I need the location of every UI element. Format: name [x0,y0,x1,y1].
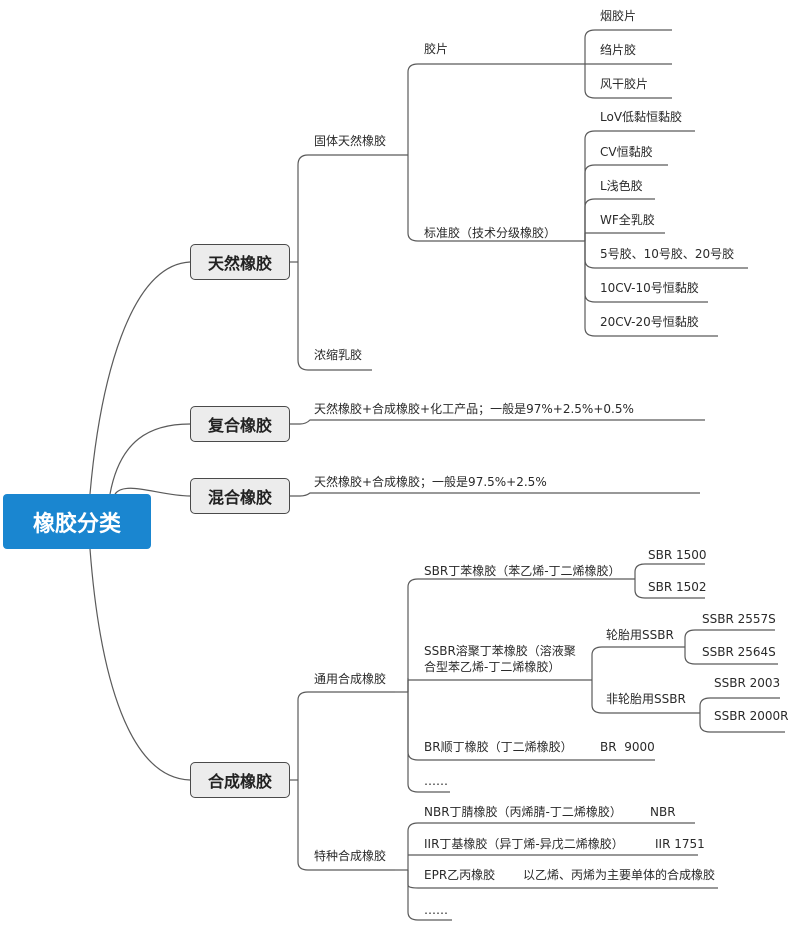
node-standard-item[interactable]: 20CV-20号恒黏胶 [600,315,699,329]
node-standard-item[interactable]: WF全乳胶 [600,213,655,227]
node-standard-rubber[interactable]: 标准胶（技术分级橡胶） [424,226,557,240]
node-standard-item[interactable]: 10CV-10号恒黏胶 [600,281,699,295]
node-nbr-item[interactable]: NBR [650,805,676,819]
node-nontire-ssbr[interactable]: 非轮胎用SSBR [606,692,686,706]
node-standard-item[interactable]: 5号胶、10号胶、20号胶 [600,247,735,261]
node-epr[interactable]: EPR乙丙橡胶 [424,868,496,882]
node-concentrated-latex[interactable]: 浓缩乳胶 [314,348,363,362]
node-nontire-ssbr-item[interactable]: SSBR 2000R [714,709,789,723]
category-composite-rubber[interactable]: 复合橡胶 [190,406,290,442]
node-sbr-item[interactable]: SBR 1502 [648,580,707,594]
category-mixed-rubber[interactable]: 混合橡胶 [190,478,290,514]
node-standard-item[interactable]: CV恒黏胶 [600,145,653,159]
node-sbr-item[interactable]: SBR 1500 [648,548,707,562]
node-br-item[interactable]: BR 9000 [600,740,655,754]
node-standard-item[interactable]: L浅色胶 [600,179,643,193]
node-mixed-description[interactable]: 天然橡胶+合成橡胶；一般是97.5%+2.5% [314,475,547,489]
node-general-more[interactable]: …… [424,774,448,788]
node-ssbr-line2[interactable]: 合型苯乙烯-丁二烯橡胶） [424,660,561,674]
category-natural-rubber[interactable]: 天然橡胶 [190,244,290,280]
node-solid-natural-rubber[interactable]: 固体天然橡胶 [314,134,387,148]
node-tire-ssbr-item[interactable]: SSBR 2564S [702,645,776,659]
node-composite-description[interactable]: 天然橡胶+合成橡胶+化工产品；一般是97%+2.5%+0.5% [314,402,634,416]
node-sheet-item[interactable]: 风干胶片 [600,77,649,91]
node-tire-ssbr-item[interactable]: SSBR 2557S [702,612,776,626]
node-nbr[interactable]: NBR丁腈橡胶（丙烯腈-丁二烯橡胶） [424,805,622,819]
node-br[interactable]: BR顺丁橡胶（丁二烯橡胶） [424,740,573,754]
node-epr-item[interactable]: 以乙烯、丙烯为主要单体的合成橡胶 [523,868,716,882]
node-ssbr-line1[interactable]: SSBR溶聚丁苯橡胶（溶液聚 [424,644,576,658]
node-sbr[interactable]: SBR丁苯橡胶（苯乙烯-丁二烯橡胶） [424,564,621,578]
node-general-synthetic[interactable]: 通用合成橡胶 [314,672,387,686]
node-special-synthetic[interactable]: 特种合成橡胶 [314,849,387,863]
root-node[interactable]: 橡胶分类 [3,494,151,549]
node-sheet-rubber[interactable]: 胶片 [424,42,449,56]
node-nontire-ssbr-item[interactable]: SSBR 2003 [714,676,781,690]
node-iir[interactable]: IIR丁基橡胶（异丁烯-异戊二烯橡胶） [424,837,624,851]
node-sheet-item[interactable]: 烟胶片 [600,9,637,23]
node-standard-item[interactable]: LoV低黏恒黏胶 [600,110,683,124]
node-tire-ssbr[interactable]: 轮胎用SSBR [606,628,674,642]
node-special-more[interactable]: …… [424,903,448,917]
node-sheet-item[interactable]: 绉片胶 [600,43,637,57]
node-iir-item[interactable]: IIR 1751 [655,837,705,851]
category-synthetic-rubber[interactable]: 合成橡胶 [190,762,290,798]
